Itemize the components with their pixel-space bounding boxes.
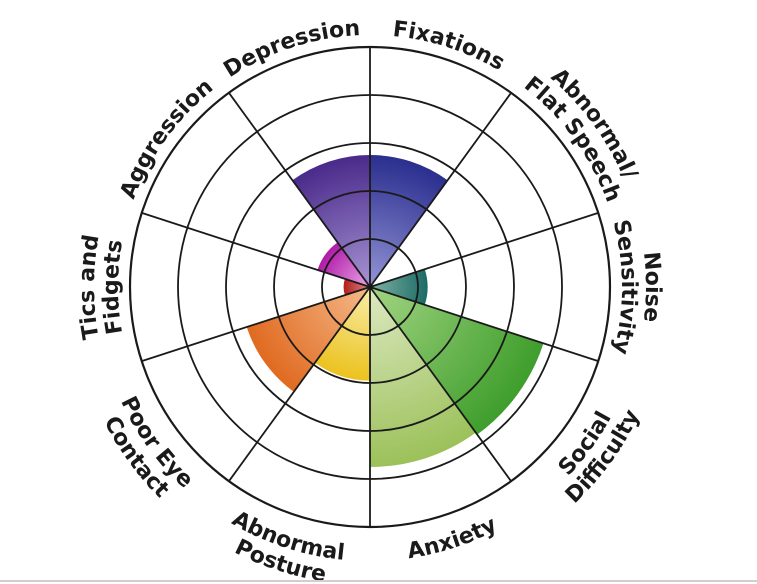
grid-spoke-5 [369, 286, 512, 482]
wedge-noise-sensitivity [370, 269, 428, 305]
wedge-abnormal-posture [314, 287, 370, 381]
category-label-line: Anxiety [406, 512, 501, 564]
wedge-social-difficulty [370, 287, 544, 435]
category-label-line: Tics and [75, 233, 105, 341]
category-label-line: Fidgets [99, 238, 128, 336]
bottom-divider [0, 580, 757, 582]
grid-spoke-2 [369, 92, 512, 288]
grid-spoke-9 [141, 211, 371, 288]
category-label-anxiety: Anxiety [406, 512, 501, 564]
wedge-poor-eye-contact [246, 287, 370, 392]
category-label-line: Fixations [392, 17, 509, 76]
category-label-fixations: Fixations [392, 17, 509, 76]
category-label-line: Noise [638, 251, 665, 324]
grid-layer [128, 45, 612, 529]
wedge-fixations [370, 155, 448, 287]
category-label-line: Aggression [116, 74, 218, 202]
category-label-line: Sensitivity [608, 217, 641, 356]
wedge-tics-and-fidgets [343, 278, 370, 296]
category-label-aggression: Aggression [116, 74, 218, 202]
wedges-layer [246, 155, 544, 467]
wedge-depression [292, 155, 370, 287]
grid-spoke-8 [141, 286, 371, 363]
category-label-abnormal-flat-speech: Abnormal/Flat Speech [519, 64, 642, 206]
grid-spoke-7 [228, 286, 371, 482]
wedge-anxiety [370, 287, 476, 467]
grid-spoke-10 [228, 92, 371, 288]
grid-spoke-4 [369, 286, 599, 363]
grid-spoke-3 [369, 211, 599, 288]
wedge-aggression [317, 242, 370, 287]
